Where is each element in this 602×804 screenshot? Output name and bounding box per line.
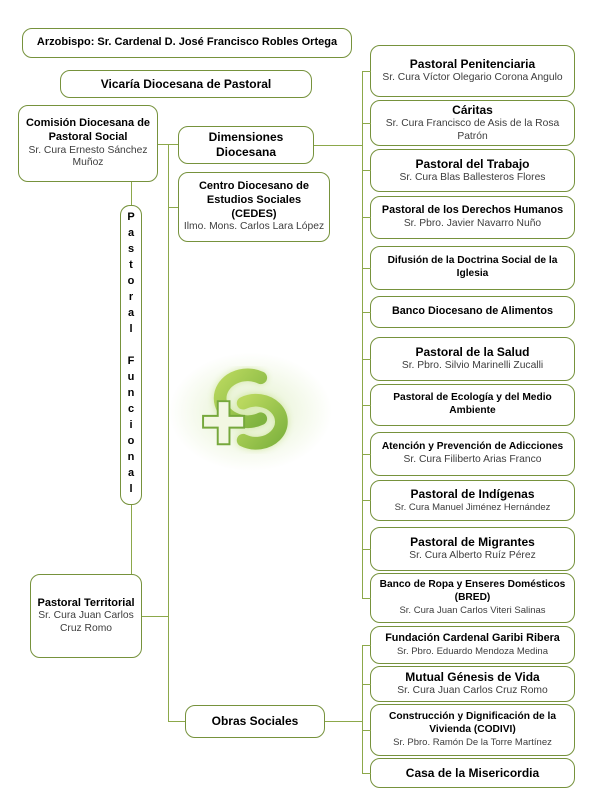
box-person: Sr. Pbro. Silvio Marinelli Zucalli <box>401 360 544 372</box>
box-title: Banco Diocesano de Alimentos <box>392 305 553 318</box>
box-ecologia-medio-ambiente: Pastoral de Ecología y del Medio Ambient… <box>362 384 575 426</box>
box-title: Pastoral Territorial <box>37 596 135 609</box>
box-person: Sr. Cura Manuel Jiménez Hernández <box>394 502 551 514</box>
vertical-label: Pastoral Funcional <box>125 211 137 499</box>
box-person: Sr. Cura Filiberto Arias Franco <box>403 454 542 466</box>
box-pastoral-funcional: Pastoral Funcional <box>120 205 142 505</box>
connector-line <box>314 145 363 146</box>
connector-line <box>168 721 185 722</box>
box-pastoral-migrantes: Pastoral de Migrantes Sr. Cura Alberto R… <box>362 527 575 571</box>
box-title: Obras Sociales <box>211 714 299 728</box>
box-title: Pastoral de Ecología y del Medio Ambient… <box>393 392 552 416</box>
box-title: Arzobispo: Sr. Cardenal D. José Francisc… <box>36 36 338 49</box>
connector-line <box>168 207 178 208</box>
box-person: Sr. Pbro. Eduardo Mendoza Medina <box>396 645 549 657</box>
box-caritas: Cáritas Sr. Cura Francisco de Asis de la… <box>362 100 575 146</box>
box-pastoral-salud: Pastoral de la Salud Sr. Pbro. Silvio Ma… <box>362 337 575 381</box>
box-title: Cáritas <box>452 102 493 117</box>
connector-line <box>362 71 363 599</box>
box-prevencion-adicciones: Atención y Prevención de Adicciones Sr. … <box>362 432 575 476</box>
box-person: Ilmo. Mons. Carlos Lara López <box>183 221 325 233</box>
connector-line <box>168 144 169 722</box>
box-title: Construcción y Dignificación de la Vivie… <box>389 711 556 736</box>
box-pastoral-penitenciaria: Pastoral Penitenciaria Sr. Cura Víctor O… <box>362 45 575 97</box>
box-arzobispo: Arzobispo: Sr. Cardenal D. José Francisc… <box>22 28 352 58</box>
box-person: Sr. Cura Blas Ballesteros Flores <box>399 171 546 183</box>
box-title: Vicaría Diocesana de Pastoral <box>100 76 272 91</box>
box-person: Sr. Cura Francisco de Asis de la Rosa Pa… <box>385 117 560 142</box>
box-title: Pastoral de Indígenas <box>410 487 535 502</box>
pastoral-social-logo-icon <box>202 368 288 450</box>
box-title: Banco de Ropa y Enseres Domésticos (BRED… <box>379 579 566 604</box>
box-pastoral-indigenas: Pastoral de Indígenas Sr. Cura Manuel Ji… <box>362 480 575 521</box>
box-bred: Banco de Ropa y Enseres Domésticos (BRED… <box>362 573 575 623</box>
box-comision-pastoral-social: Comisión Diocesana de Pastoral Social Sr… <box>18 105 158 182</box>
box-mutual-genesis: Mutual Génesis de Vida Sr. Cura Juan Car… <box>362 666 575 702</box>
box-title: Difusión de la Doctrina Social de la Igl… <box>387 255 558 279</box>
box-title: Centro Diocesano de Estudios Sociales (C… <box>198 180 310 220</box>
connector-line <box>142 616 168 617</box>
box-title: Pastoral de Migrantes <box>410 535 535 550</box>
box-title: Pastoral de la Salud <box>415 345 530 360</box>
connector-line <box>131 505 132 575</box>
box-title: Pastoral Penitenciaria <box>409 57 536 72</box>
box-title: Fundación Cardenal Garibi Ribera <box>385 632 560 645</box>
box-person: Sr. Cura Víctor Olegario Corona Angulo <box>382 72 563 84</box>
box-pastoral-territorial: Pastoral Territorial Sr. Cura Juan Carlo… <box>30 574 142 658</box>
box-cedes: Centro Diocesano de Estudios Sociales (C… <box>178 172 330 242</box>
box-person: Sr. Cura Juan Carlos Cruz Romo <box>397 685 548 697</box>
box-title: Dimensiones Diocesana <box>208 130 284 159</box>
box-codivi: Construcción y Dignificación de la Vivie… <box>362 704 575 756</box>
box-obras-sociales: Obras Sociales <box>185 705 325 738</box>
box-banco-alimentos: Banco Diocesano de Alimentos <box>362 296 575 328</box>
box-person: Sr. Cura Alberto Ruíz Pérez <box>409 550 536 562</box>
box-title: Casa de la Misericordia <box>405 765 540 780</box>
box-person: Sr. Pbro. Ramón De la Torre Martínez <box>393 736 552 748</box>
box-person: Sr. Cura Juan Carlos Cruz Romo <box>38 610 134 634</box>
box-person: Sr. Pbro. Javier Navarro Nuño <box>403 217 542 229</box>
box-dimensiones-diocesana: Dimensiones Diocesana <box>178 126 314 164</box>
box-fundacion-garibi: Fundación Cardenal Garibi Ribera Sr. Pbr… <box>362 626 575 664</box>
box-title: Pastoral de los Derechos Humanos <box>381 204 564 217</box>
box-title: Pastoral del Trabajo <box>415 156 530 171</box>
box-casa-misericordia: Casa de la Misericordia <box>362 758 575 788</box>
box-person: Sr. Cura Juan Carlos Viteri Salinas <box>399 604 546 616</box>
box-pastoral-del-trabajo: Pastoral del Trabajo Sr. Cura Blas Balle… <box>362 149 575 192</box>
box-title: Atención y Prevención de Adicciones <box>381 441 564 453</box>
box-derechos-humanos: Pastoral de los Derechos Humanos Sr. Pbr… <box>362 196 575 239</box>
connector-line <box>362 645 363 774</box>
box-title: Comisión Diocesana de Pastoral Social <box>25 117 151 143</box>
box-doctrina-social: Difusión de la Doctrina Social de la Igl… <box>362 246 575 290</box>
connector-line <box>131 182 132 205</box>
box-person: Sr. Cura Ernesto Sánchez Muñoz <box>28 144 148 169</box>
box-vicaria: Vicaría Diocesana de Pastoral <box>60 70 312 98</box>
connector-line <box>325 721 363 722</box>
box-title: Mutual Génesis de Vida <box>405 670 540 685</box>
